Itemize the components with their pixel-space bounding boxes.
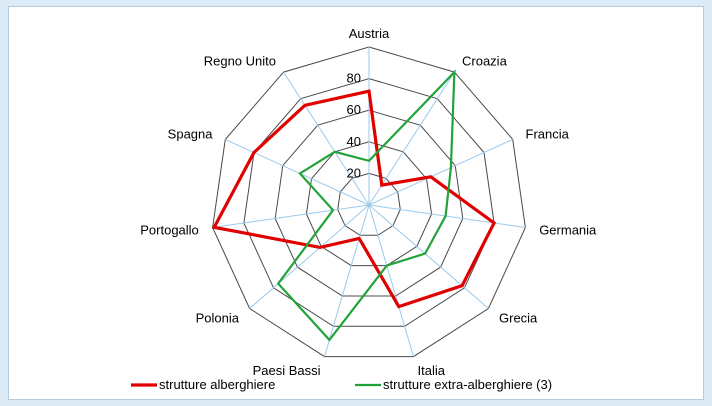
category-label: Regno Unito <box>204 53 276 68</box>
spoke-line <box>283 71 370 206</box>
spoke-line <box>368 204 489 309</box>
grid-ring <box>305 141 433 267</box>
spoke-line <box>368 138 513 206</box>
radar-chart: 20 40 60 80 AustriaCroaziaFranciaGermaniaGr… <box>131 26 597 392</box>
spoke-line <box>212 204 370 228</box>
category-label: Spagna <box>168 127 214 142</box>
legend-label: strutture alberghiere <box>159 377 275 392</box>
tick-label: 60 <box>347 102 361 117</box>
radar-category-labels: AustriaCroaziaFranciaGermaniaGreciaItali… <box>140 26 597 378</box>
category-label: Croazia <box>462 53 508 68</box>
grid-ring <box>274 109 464 297</box>
spoke-line <box>368 204 526 228</box>
spoke-line <box>368 71 455 206</box>
radar-tick-labels: 20 40 60 80 <box>347 71 361 181</box>
series-line <box>211 89 497 309</box>
category-label: Austria <box>349 26 390 41</box>
tick-label: 80 <box>347 71 361 86</box>
radar-spokes <box>212 47 526 357</box>
legend-label: strutture extra-alberghiere (3) <box>383 377 552 392</box>
category-label: Germania <box>539 223 597 238</box>
chart-legend: strutture alberghiere strutture extra-alb… <box>131 377 552 392</box>
category-label: Polonia <box>196 311 240 326</box>
category-label: Paesi Bassi <box>253 363 321 378</box>
category-label: Grecia <box>499 311 538 326</box>
spoke-line <box>368 204 414 357</box>
spoke-line <box>225 138 370 206</box>
spoke-line <box>249 204 370 309</box>
spoke-line <box>324 204 370 357</box>
category-label: Italia <box>418 363 446 378</box>
series-line <box>276 69 456 342</box>
tick-label: 20 <box>347 165 361 180</box>
grid-ring <box>337 172 401 236</box>
tick-label: 40 <box>347 134 361 149</box>
category-label: Francia <box>526 127 570 142</box>
grid-ring <box>212 46 526 358</box>
category-label: Portogallo <box>140 223 199 238</box>
radar-series <box>211 69 497 342</box>
